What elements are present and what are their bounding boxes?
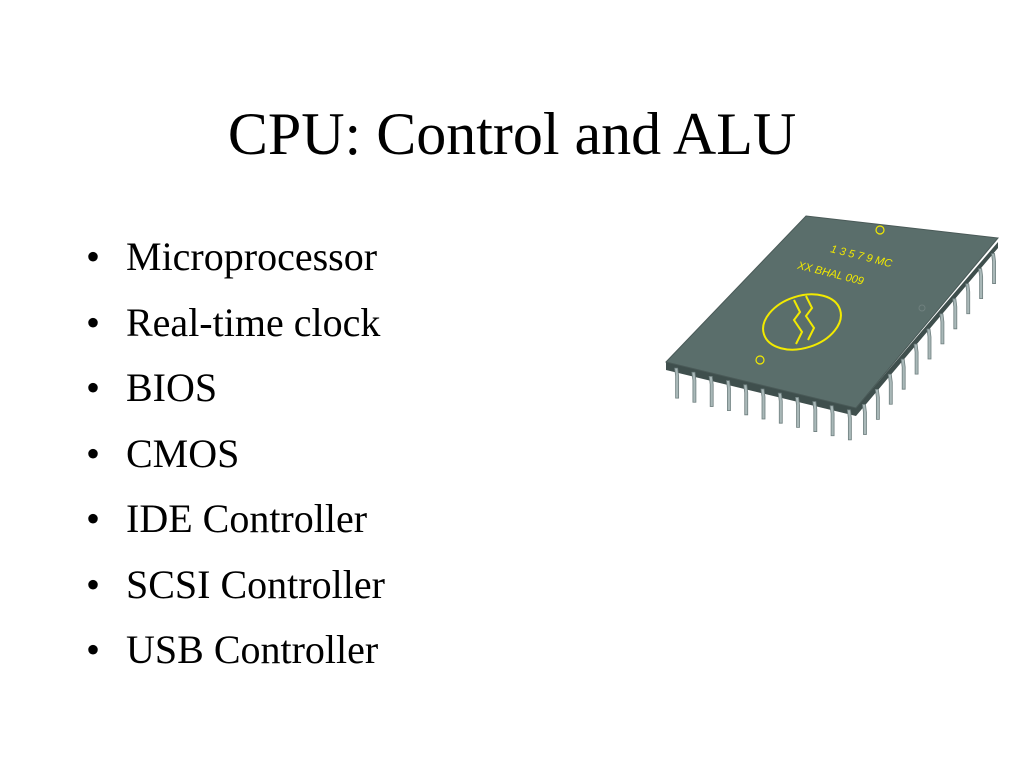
chip-pin: [708, 376, 714, 407]
list-item: • SCSI Controller: [86, 557, 385, 623]
chip-pin: [887, 373, 893, 405]
bullet-text: USB Controller: [126, 627, 379, 672]
microchip-icon: 1 3 5 7 9 MC XX BHAL 009: [665, 215, 999, 441]
bullet-icon: •: [86, 299, 101, 345]
bullet-list: • Microprocessor • Real-time clock • BIOS •…: [86, 229, 385, 688]
slide-title: CPU: Control and ALU: [227, 101, 797, 167]
chip-pin: [926, 328, 932, 360]
chip-pin: [829, 405, 835, 437]
chip-pin: [913, 343, 919, 375]
chip-pin: [777, 392, 783, 424]
list-item: • USB Controller: [86, 622, 385, 688]
bullet-text: Microprocessor: [126, 234, 378, 279]
chip-pin: [743, 384, 749, 416]
chip-pin: [691, 371, 697, 403]
list-item: • IDE Controller: [86, 491, 385, 557]
list-item: • BIOS: [86, 360, 385, 426]
chip-pin: [874, 388, 880, 420]
bullet-text: SCSI Controller: [126, 561, 385, 607]
bullet-text: CMOS: [126, 430, 240, 476]
chip-logo: [762, 293, 842, 351]
list-item: • CMOS: [86, 426, 385, 492]
bullet-text: BIOS: [126, 365, 218, 410]
bullet-icon: •: [86, 627, 101, 672]
chip-pin: [939, 313, 945, 345]
chip-pin: [760, 388, 766, 420]
chip-pins-front: [674, 253, 996, 441]
bullet-icon: •: [86, 496, 101, 541]
list-item: • Real-time clock: [86, 295, 385, 361]
chip-pin: [965, 283, 971, 315]
bullet-text: IDE Controller: [126, 496, 368, 541]
chip-pin: [862, 404, 867, 435]
chip-pin: [991, 253, 996, 284]
bullet-icon: •: [86, 430, 101, 476]
chip-hole-2: [755, 355, 765, 365]
bullet-text: Real-time clock: [126, 299, 381, 345]
chip-pin: [952, 298, 958, 330]
bullet-icon: •: [86, 234, 101, 279]
chip-pin: [900, 358, 906, 390]
chip-pin: [846, 409, 852, 441]
chip-hole-3: [918, 304, 926, 312]
chip-pin: [674, 367, 680, 399]
list-item: • Microprocessor: [86, 229, 385, 295]
chip-pin: [726, 380, 731, 412]
chip-pin: [812, 401, 818, 432]
chip-pin: [978, 268, 984, 300]
bullet-icon: •: [86, 561, 101, 607]
chip-body: [665, 215, 999, 409]
chip-pin: [795, 396, 800, 428]
chip-hole-1: [875, 225, 885, 235]
bullet-icon: •: [86, 365, 101, 410]
